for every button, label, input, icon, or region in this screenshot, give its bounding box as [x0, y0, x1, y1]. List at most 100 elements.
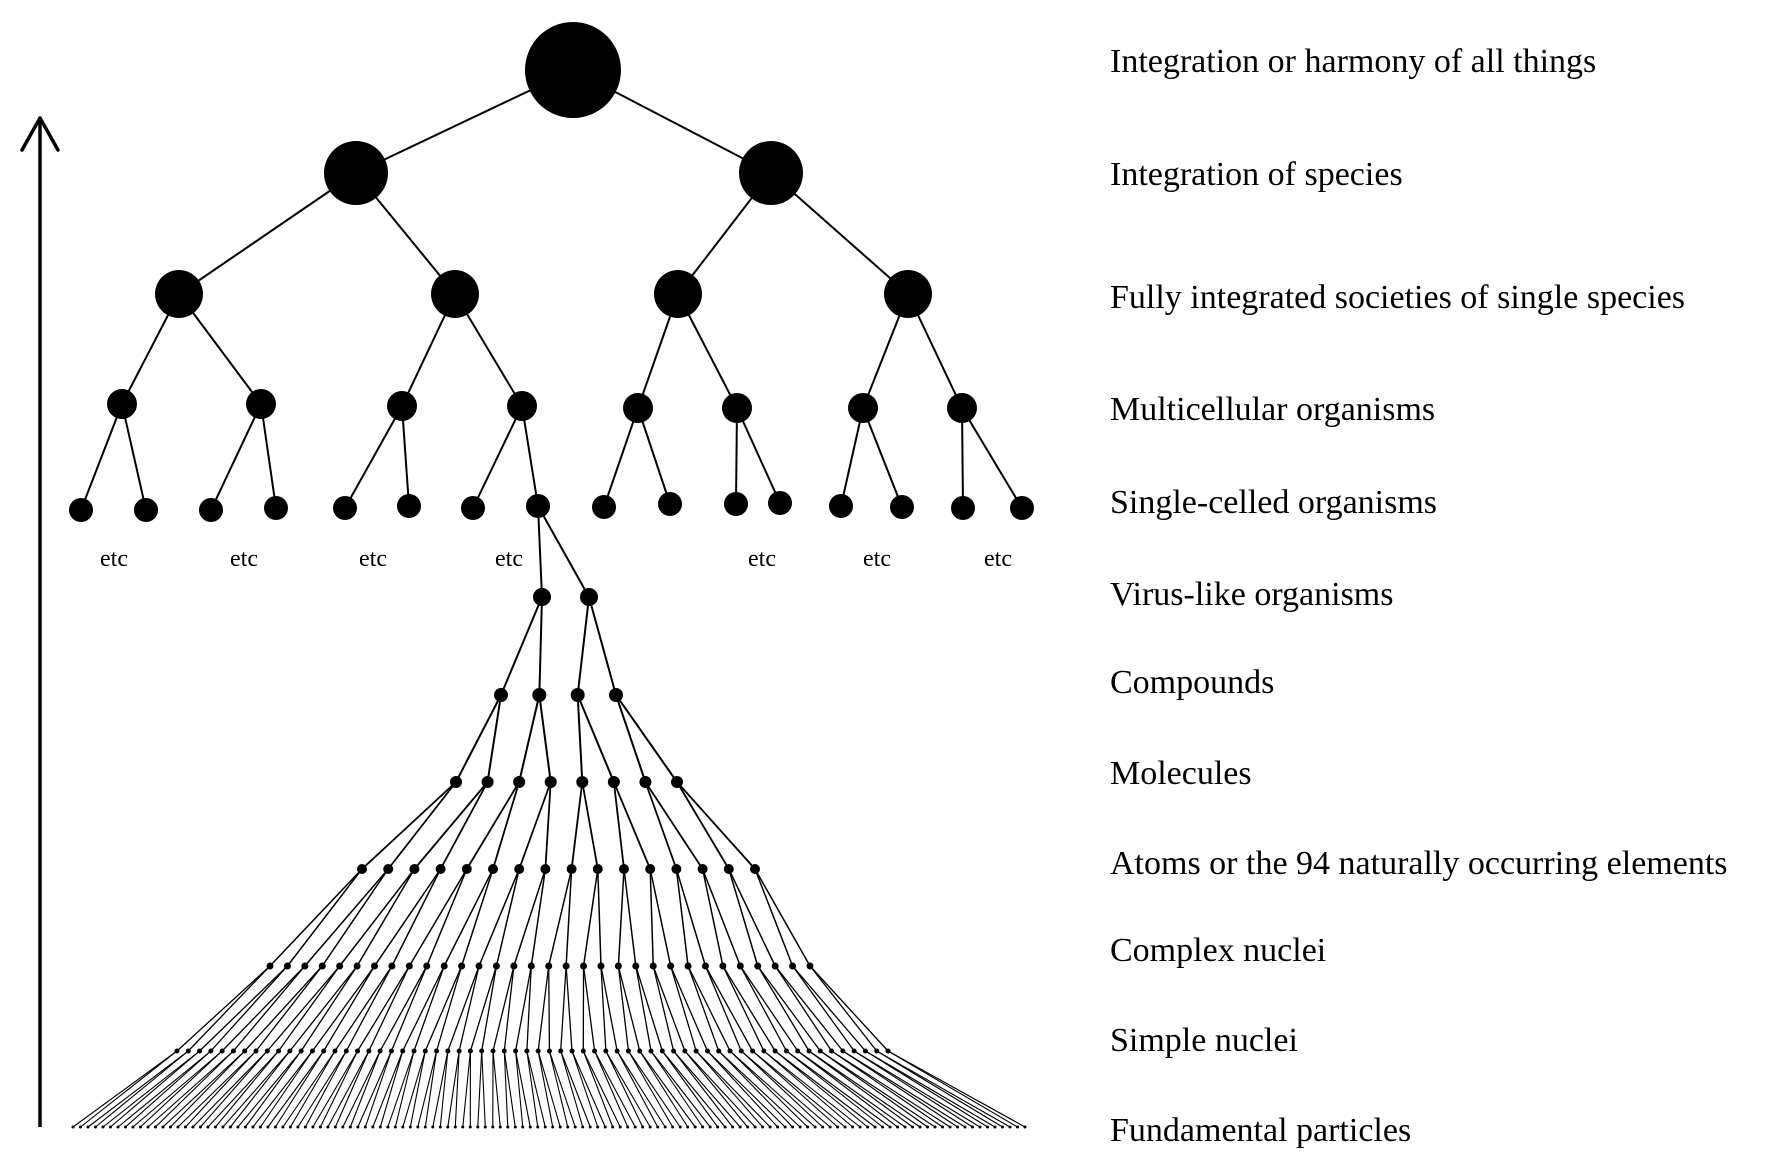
level-label-simple-nuclei: Simple nuclei	[1110, 1022, 1298, 1059]
node-simple-nucleus	[637, 1048, 643, 1054]
node-simple-nucleus	[343, 1048, 349, 1054]
node-particle	[843, 1125, 847, 1129]
node-particle	[311, 1125, 315, 1129]
node-simple-nucleus	[806, 1048, 812, 1054]
etc-label: etc	[100, 546, 128, 572]
node-particle	[528, 1125, 532, 1129]
node-multicellular	[623, 393, 653, 423]
tree-edge	[538, 596, 543, 696]
node-complex-nucleus	[492, 962, 500, 970]
node-particle	[768, 1125, 772, 1129]
tree-edge	[961, 407, 964, 509]
tree-edge	[740, 1050, 831, 1128]
tree-edge	[695, 1050, 771, 1128]
node-virus	[533, 588, 551, 606]
tree-edge	[687, 965, 720, 1052]
tree-edge	[176, 965, 271, 1052]
node-complex-nucleus	[527, 962, 535, 970]
tree-edge	[673, 1050, 734, 1128]
node-particle	[611, 1125, 615, 1129]
node-particle	[356, 1125, 360, 1129]
tree-edge	[722, 965, 765, 1052]
tree-edge	[842, 1050, 966, 1128]
node-atom	[619, 864, 629, 874]
node-particle	[971, 1125, 975, 1129]
node-particle	[513, 1125, 517, 1129]
node-particle	[243, 1125, 247, 1129]
node-particle	[821, 1125, 825, 1129]
node-particle	[363, 1125, 367, 1129]
tree-edge	[140, 1050, 223, 1128]
tree-edge	[707, 1050, 779, 1128]
node-species-integration	[739, 141, 803, 205]
tree-edge	[417, 1050, 438, 1128]
tree-edge	[853, 1050, 973, 1128]
node-particle	[543, 1125, 547, 1129]
node-particle	[633, 1125, 637, 1129]
tree-edge	[865, 1050, 988, 1128]
tree-edge	[361, 781, 457, 870]
tree-edge	[304, 868, 389, 967]
tree-edge	[582, 1050, 621, 1128]
tree-edge	[413, 781, 489, 870]
tree-edge	[617, 965, 630, 1052]
tree-edge	[627, 1050, 681, 1128]
node-complex-nucleus	[597, 962, 605, 970]
tree-edge	[548, 1050, 576, 1128]
tree-edge	[661, 1050, 719, 1128]
node-particle	[221, 1125, 225, 1129]
tree-edge	[617, 965, 641, 1052]
level-label-integrated-societies: Fully integrated societies of single spe…	[1110, 279, 1686, 316]
node-particle	[228, 1125, 232, 1129]
tree-edge	[255, 965, 323, 1052]
node-particle	[236, 1125, 240, 1129]
node-compound	[570, 688, 585, 702]
tree-edge	[831, 1050, 951, 1128]
node-complex-nucleus	[545, 962, 553, 970]
tree-edge	[615, 694, 647, 783]
node-particle	[498, 1125, 502, 1129]
tree-edge	[469, 965, 498, 1052]
tree-edge	[684, 1050, 749, 1128]
tree-edge	[808, 1050, 921, 1128]
tree-edge	[170, 1050, 246, 1128]
node-particle	[723, 1125, 727, 1129]
tree-edge	[605, 1050, 651, 1128]
tree-edge	[237, 1050, 302, 1128]
node-particle	[798, 1125, 802, 1129]
node-particle	[566, 1125, 570, 1129]
node-complex-nucleus	[423, 962, 431, 970]
node-single-celled	[1010, 496, 1034, 520]
tree-edge	[701, 868, 742, 967]
tree-edge	[368, 965, 410, 1052]
node-particle	[408, 1125, 412, 1129]
node-multicellular	[507, 391, 537, 421]
tree-edge	[455, 694, 502, 783]
tree-edge	[334, 1050, 370, 1128]
node-particle	[956, 1125, 960, 1129]
node-particle	[551, 1125, 555, 1129]
level-label-compounds: Compounds	[1110, 664, 1275, 701]
tree-edge	[729, 1050, 816, 1128]
tree-edge	[379, 965, 428, 1052]
tree-edge	[379, 1050, 404, 1128]
tree-edge	[121, 403, 147, 511]
node-particle	[558, 1125, 562, 1129]
node-complex-nucleus	[684, 962, 692, 970]
node-single-celled	[397, 494, 421, 518]
tree-edge	[286, 868, 363, 967]
node-particle	[963, 1125, 967, 1129]
node-molecule	[481, 776, 494, 788]
tree-edge	[408, 868, 468, 967]
tree-edge	[797, 1050, 906, 1128]
tree-edge	[547, 868, 573, 967]
tree-edge	[80, 1050, 178, 1128]
tree-edge	[199, 965, 288, 1052]
tree-edge	[649, 868, 672, 967]
node-multicellular	[107, 389, 137, 419]
node-particle	[341, 1125, 345, 1129]
node-particle	[183, 1125, 187, 1129]
tree-edge	[616, 1050, 666, 1128]
node-particle	[618, 1125, 622, 1129]
tree-edge	[518, 694, 541, 783]
